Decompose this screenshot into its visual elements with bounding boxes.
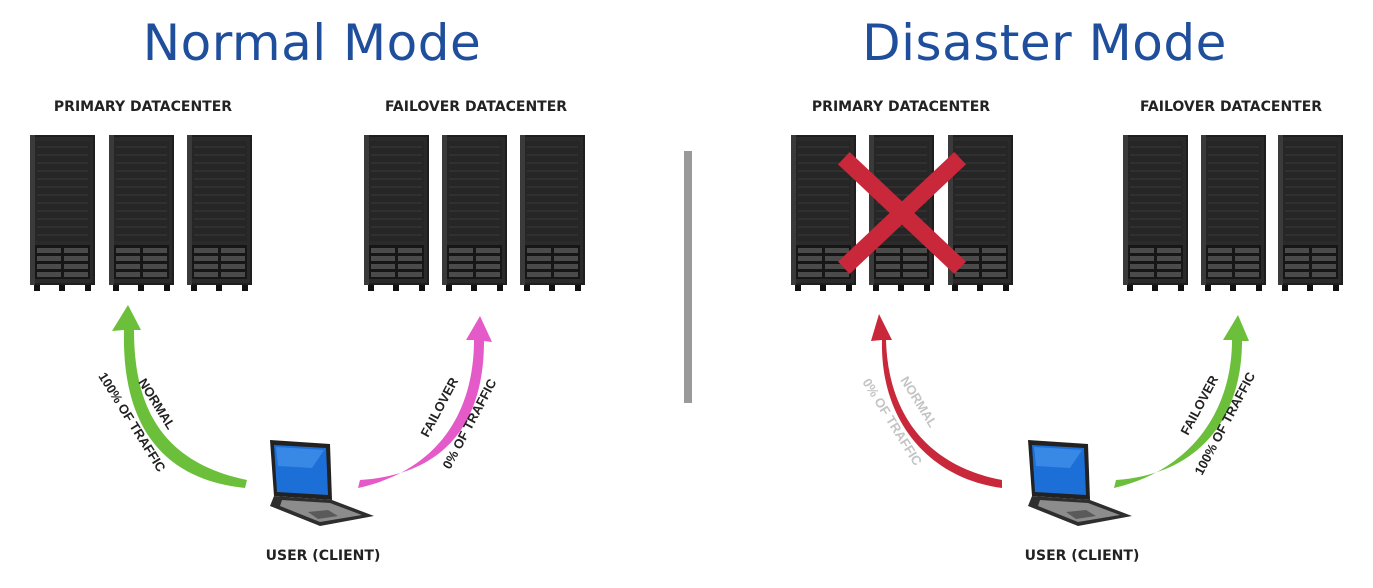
disaster-mode-title: Disaster Mode bbox=[862, 14, 1227, 72]
curved-arrow-icon bbox=[358, 316, 492, 488]
disaster-mode-panel: Disaster Mode PRIMARY DATACENTER FAILOVE… bbox=[692, 0, 1373, 588]
normal-arrows: NORMAL 100% OF TRAFFIC FAILOVER 0% OF TR… bbox=[95, 305, 500, 488]
curved-arrow-icon bbox=[112, 305, 247, 488]
primary-datacenter-label: PRIMARY DATACENTER bbox=[53, 99, 233, 115]
curved-arrow-icon bbox=[1114, 315, 1249, 488]
user-client-label: USER (CLIENT) bbox=[265, 548, 381, 564]
disaster-arrows: NORMAL 0% OF TRAFFIC FAILOVER 100% OF TR… bbox=[837, 151, 1259, 488]
failover-datacenter-label: FAILOVER DATACENTER bbox=[384, 99, 568, 115]
curved-arrow-icon bbox=[871, 314, 1002, 488]
failover-datacenter-label: FAILOVER DATACENTER bbox=[1139, 99, 1323, 115]
user-client-label: USER (CLIENT) bbox=[1024, 548, 1140, 564]
divider bbox=[684, 151, 692, 403]
normal-mode-panel: Normal Mode PRIMARY DATACENTER FAILOVER … bbox=[0, 0, 684, 588]
normal-mode-title: Normal Mode bbox=[142, 14, 482, 72]
primary-datacenter-label: PRIMARY DATACENTER bbox=[811, 99, 991, 115]
failure-x-icon bbox=[837, 151, 967, 275]
